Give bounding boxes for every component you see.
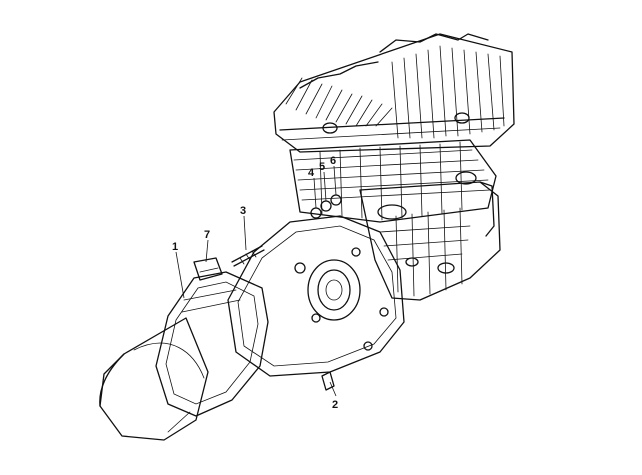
callout-4: 4: [308, 167, 315, 179]
flywheel-cover: [99, 317, 209, 441]
crankcase: [359, 181, 501, 301]
dowel-pin-2: [321, 371, 335, 391]
callout-1: 1: [172, 241, 178, 253]
callout-labels: 1 2 3 4 5 6 7: [172, 155, 338, 411]
leader-lines: [175, 165, 337, 397]
callout-2: 2: [332, 399, 338, 411]
callout-7: 7: [204, 229, 210, 241]
callout-6: 6: [330, 155, 336, 167]
callout-3: 3: [240, 205, 246, 217]
callout-5: 5: [319, 161, 325, 173]
cylinder-block: [289, 139, 497, 223]
fan-housing: [155, 257, 269, 417]
stud-3: [231, 245, 265, 267]
cylinder-heads: [273, 33, 515, 153]
